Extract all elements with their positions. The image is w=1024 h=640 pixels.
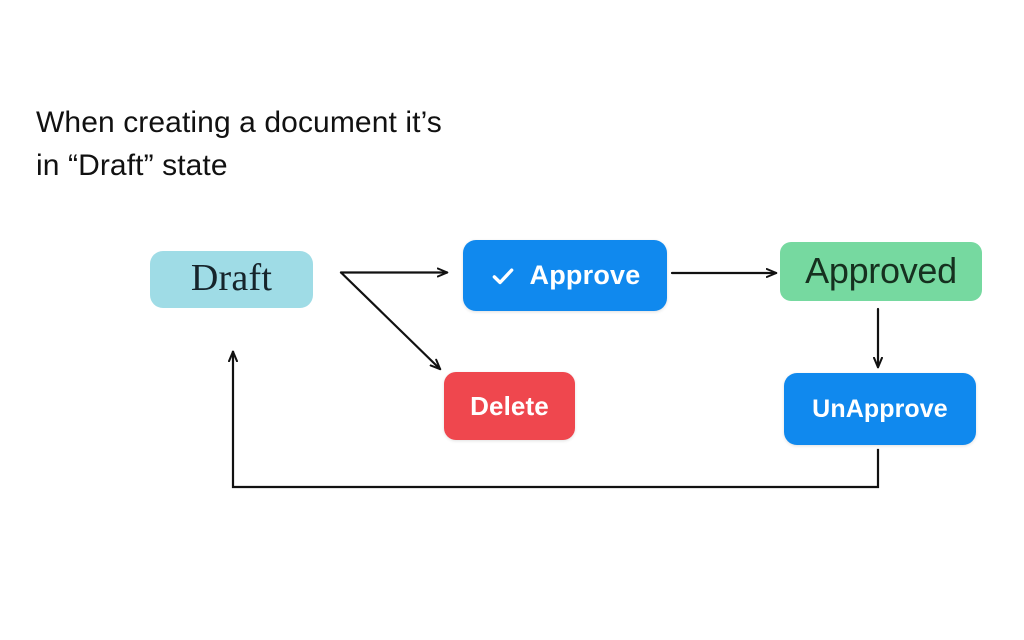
node-draft-label: Draft <box>190 256 273 299</box>
check-icon <box>492 267 513 284</box>
delete-button[interactable]: Delete <box>444 372 575 440</box>
approve-button-label: Approve <box>529 260 641 290</box>
page-title: When creating a document it’s in “Draft”… <box>36 106 442 182</box>
unapprove-button[interactable]: UnApprove <box>784 373 976 445</box>
node-approved-label: Approved <box>805 249 957 291</box>
node-draft[interactable]: Draft <box>150 251 313 308</box>
node-approved[interactable]: Approved <box>780 242 982 301</box>
unapprove-button-label: UnApprove <box>812 394 948 423</box>
approve-button[interactable]: Approve <box>463 240 667 311</box>
edge-draft-to-delete <box>339 271 442 371</box>
delete-button-label: Delete <box>470 390 549 421</box>
